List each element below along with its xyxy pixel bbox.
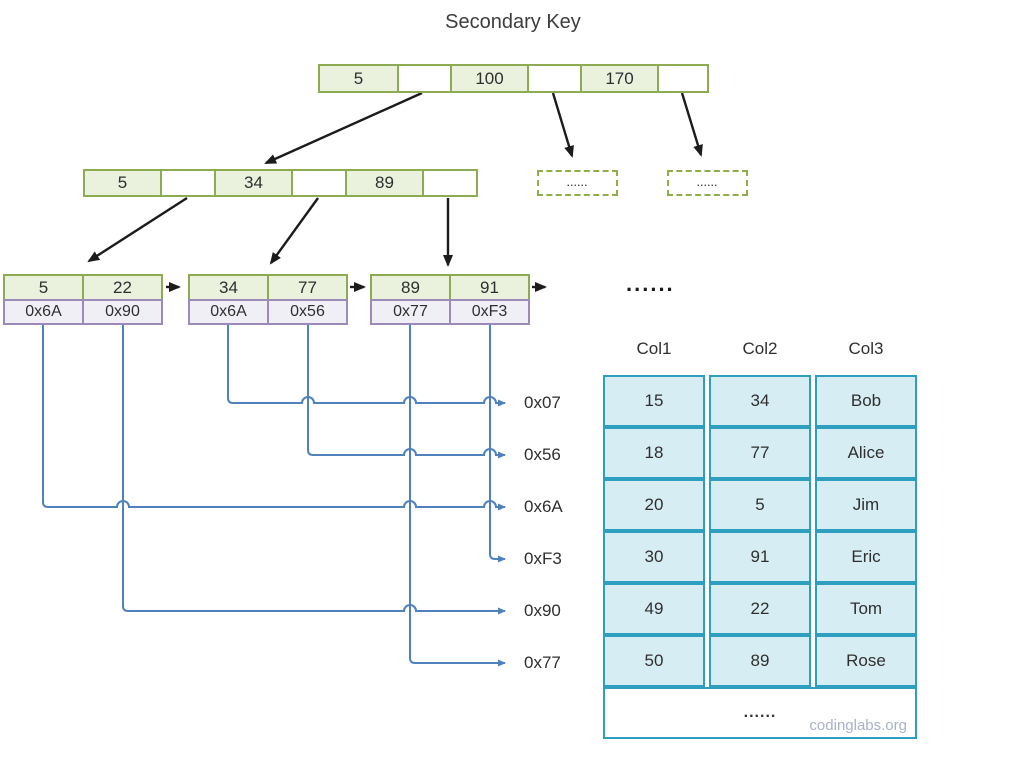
- leaf-key-cell: 34: [188, 274, 269, 301]
- pointer-line-to-0x56: [307, 325, 506, 459]
- table-cell: Alice: [815, 427, 917, 479]
- leaf-node-1: 5 22 0x6A 0x90: [3, 274, 163, 325]
- table-cell: 18: [603, 427, 705, 479]
- level2-key-cell: 5: [83, 169, 162, 197]
- level2-key-cell: 34: [214, 169, 293, 197]
- table-cell: Rose: [815, 635, 917, 687]
- pointer-line-to-0xF3: [489, 325, 506, 563]
- table-cell: 34: [709, 375, 811, 427]
- root-key-cell: 5: [318, 64, 399, 93]
- table-cell: 22: [709, 583, 811, 635]
- record-address-label: 0x56: [524, 445, 561, 464]
- data-table: 15 34 Bob 18 77 Alice 20 5 Jim 30 91 Eri…: [603, 375, 917, 739]
- table-header-row: Col1 Col2 Col3: [603, 339, 917, 359]
- pointer-line-to-0x77: [409, 325, 506, 667]
- root-pointer-cell: [397, 64, 452, 93]
- leaf-pointer-cell: 0x77: [370, 299, 451, 325]
- table-cell: Bob: [815, 375, 917, 427]
- table-cell: 49: [603, 583, 705, 635]
- leaf-key-cell: 91: [449, 274, 530, 301]
- record-address-label: 0x6A: [524, 497, 563, 516]
- pointer-line-to-0x07: [227, 325, 506, 407]
- level2-pointer-cell: [422, 169, 478, 197]
- leaf3-pointer-row: 0x77 0xF3: [370, 299, 530, 325]
- table-cell: 91: [709, 531, 811, 583]
- root-pointer-cell: [527, 64, 582, 93]
- level2-node: 5 34 89: [83, 169, 478, 197]
- leaf-key-cell: 77: [267, 274, 348, 301]
- leaf1-pointer-row: 0x6A 0x90: [3, 299, 163, 325]
- column-header: Col1: [636, 339, 672, 358]
- leaf2-pointer-row: 0x6A 0x56: [188, 299, 348, 325]
- leaf-key-cell: 22: [82, 274, 163, 301]
- leaf-pointer-cell: 0xF3: [449, 299, 530, 325]
- diagram-title: Secondary Key: [445, 11, 581, 33]
- column-header: Col2: [742, 339, 778, 358]
- leaf-pointer-cell: 0x56: [267, 299, 348, 325]
- record-address-label: 0x90: [524, 601, 561, 620]
- dashed-node-1: ......: [537, 170, 618, 196]
- leaf1-key-row: 5 22: [3, 274, 163, 301]
- arrow-level2-to-leaf1: [87, 196, 188, 263]
- arrow-root-to-level2: [264, 91, 423, 165]
- table-cell: Eric: [815, 531, 917, 583]
- table-ellipsis-row: ...... codinglabs.org: [603, 687, 917, 739]
- leaf-key-cell: 89: [370, 274, 451, 301]
- leaf-pointer-cell: 0x90: [82, 299, 163, 325]
- table-cell: 50: [603, 635, 705, 687]
- arrow-root-to-dashed2: [680, 92, 703, 157]
- root-key-cell: 100: [450, 64, 529, 93]
- table-cell: 20: [603, 479, 705, 531]
- arrow-level2-to-leaf2: [269, 197, 319, 265]
- dashed-node-2: ......: [667, 170, 748, 196]
- level2-pointer-cell: [291, 169, 347, 197]
- record-address-label: 0x77: [524, 653, 561, 672]
- pointer-line-to-0x6A: [42, 325, 506, 511]
- root-key-cell: 170: [580, 64, 659, 93]
- column-header: Col3: [848, 339, 884, 358]
- table-ellipsis: ......: [743, 704, 777, 721]
- leaf-pointer-cell: 0x6A: [188, 299, 269, 325]
- leaf-level-ellipsis: ......: [626, 271, 675, 296]
- table-cell: 15: [603, 375, 705, 427]
- watermark: codinglabs.org: [809, 717, 907, 734]
- table-cell: 30: [603, 531, 705, 583]
- record-address-label: 0x07: [524, 393, 561, 412]
- level2-key-cell: 89: [345, 169, 424, 197]
- leaf-node-2: 34 77 0x6A 0x56: [188, 274, 348, 325]
- table-cell: 77: [709, 427, 811, 479]
- leaf-node-3: 89 91 0x77 0xF3: [370, 274, 530, 325]
- arrow-root-to-dashed1: [551, 92, 574, 158]
- record-address-label: 0xF3: [524, 549, 562, 568]
- level2-pointer-cell: [160, 169, 216, 197]
- leaf3-key-row: 89 91: [370, 274, 530, 301]
- table-cell: 89: [709, 635, 811, 687]
- leaf2-key-row: 34 77: [188, 274, 348, 301]
- leaf-key-cell: 5: [3, 274, 84, 301]
- table-cell: Tom: [815, 583, 917, 635]
- leaf-pointer-cell: 0x6A: [3, 299, 84, 325]
- table-cell: 5: [709, 479, 811, 531]
- table-cell: Jim: [815, 479, 917, 531]
- root-node: 5 100 170: [318, 64, 709, 93]
- root-pointer-cell: [657, 64, 709, 93]
- pointer-line-to-0x90: [122, 325, 506, 615]
